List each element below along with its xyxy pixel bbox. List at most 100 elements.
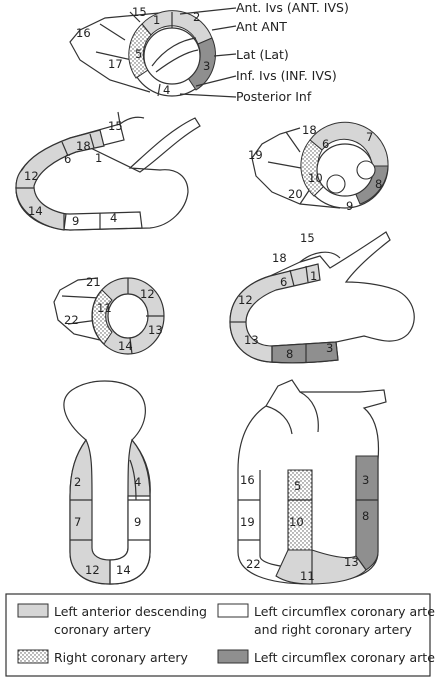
segment-divider [305,265,309,283]
leader-line [179,7,237,15]
segment-label: 14 [116,563,131,577]
segment-label: 15 [132,5,147,19]
rv-divider [129,11,141,23]
segment-label: 6 [322,137,329,151]
segment-label: 5 [294,479,301,493]
segment-fill-rca [91,289,113,345]
legend-swatch-lad [17,603,49,618]
rv-divider [99,23,126,41]
legend: Left anterior descending coronary artery… [5,593,436,677]
segment-label: 4 [134,475,141,489]
legend-swatch-lcx [217,649,249,664]
legend-label-plain: Left circumflex coronary artery [254,604,436,619]
segment-fill-lad [309,121,389,167]
segment-label: 3 [362,473,369,487]
segment-label: 21 [86,275,101,289]
segment-label: 22 [246,557,261,571]
segment-label: 13 [244,333,259,347]
segment-label: 9 [134,515,141,529]
leader-line [213,53,237,57]
segment-label: 1 [153,13,160,27]
vessel-line [299,391,319,433]
segment-fill-lcx [271,341,339,364]
segment-label: 3 [326,341,333,355]
segment-label: 7 [74,515,81,529]
segment-label: 19 [248,148,263,162]
segment-label: 18 [302,123,317,137]
segment-label: 16 [240,473,255,487]
leader-line [195,75,237,87]
segment-label: 12 [85,563,100,577]
annotation-inf-ivs: Inf. Ivs (INF. IVS) [236,68,337,83]
segment-label: 6 [280,275,287,289]
segment-label: 15 [300,231,315,245]
legend-label-rca: Right coronary artery [54,650,189,665]
segment-label: 6 [64,152,71,166]
legend-label-lad: Left anterior descending [54,604,207,619]
view-two-chamber: 2 4 7 9 12 14 [63,380,151,585]
lv-inner-ring [143,27,201,85]
annotation-ant: Ant ANT [236,19,287,34]
view-short-axis-mid: 18 19 20 6 7 8 9 10 [248,121,389,213]
segment-divider [289,269,295,287]
view-long-axis-left: 15 18 6 1 12 14 9 4 [15,111,201,231]
legend-label-lcx: Left circumflex coronary artery [254,650,436,665]
rv-divider [285,131,301,153]
segment-label: 22 [64,313,79,327]
segment-label: 12 [238,293,253,307]
segment-label: 10 [308,171,323,185]
segment-divider [61,141,69,157]
segment-label: 4 [163,83,170,97]
segment-label: 18 [272,251,287,265]
segment-label: 12 [24,169,39,183]
valve-line [119,116,145,125]
segment-label: 9 [72,214,79,228]
segment-label: 8 [375,177,382,191]
segment-label: 7 [366,130,373,144]
segment-label: 8 [362,509,369,523]
rv-outline [53,277,101,341]
segment-fill-rca [128,23,152,79]
rv-divider [95,51,133,61]
segment-label: 11 [97,301,112,315]
segment-divider [117,111,121,125]
segment-label: 15 [108,119,123,133]
rv-outline [251,127,341,209]
annotation-lat: Lat (Lat) [236,47,289,62]
segment-label: 1 [95,151,102,165]
segment-label: 9 [346,199,353,213]
segment-label: 18 [76,139,91,153]
legend-label-plain: and right coronary artery [254,622,412,637]
rv-outline [69,11,171,93]
segment-label: 2 [193,10,200,24]
valve-line [151,37,197,67]
legend-swatch-rca [17,649,49,664]
papillary-muscle [356,160,376,180]
valve-line [155,49,199,73]
view-short-axis-apical: 21 22 11 12 13 14 [53,275,165,355]
segment-label: 14 [28,204,43,218]
segment-label: 20 [288,187,303,201]
leader-line [211,25,237,31]
segment-label: 5 [135,47,142,61]
segment-label: 17 [108,57,123,71]
segment-label: 1 [310,269,317,283]
segment-label: 10 [289,515,304,529]
segment-label: 12 [140,287,155,301]
segment-label: 2 [74,475,81,489]
segment-fill-lad [275,549,367,585]
valve-line [299,251,341,263]
segment-divider [157,83,161,97]
segment-label: 14 [118,339,133,353]
segment-label: 13 [344,555,359,569]
view-long-axis-right: 15 18 6 1 12 13 8 3 [229,231,415,364]
annotation-ant-ivs: Ant. Ivs (ANT. IVS) [236,0,349,15]
wall-line [129,459,137,501]
annotation-posterior-inf: Posterior Inf [236,89,312,104]
segment-divider [89,133,95,149]
legend-label-lad: coronary artery [54,622,152,637]
segment-label: 16 [76,26,91,40]
legend-swatch-plain [217,603,249,618]
rv-divider [61,295,101,299]
